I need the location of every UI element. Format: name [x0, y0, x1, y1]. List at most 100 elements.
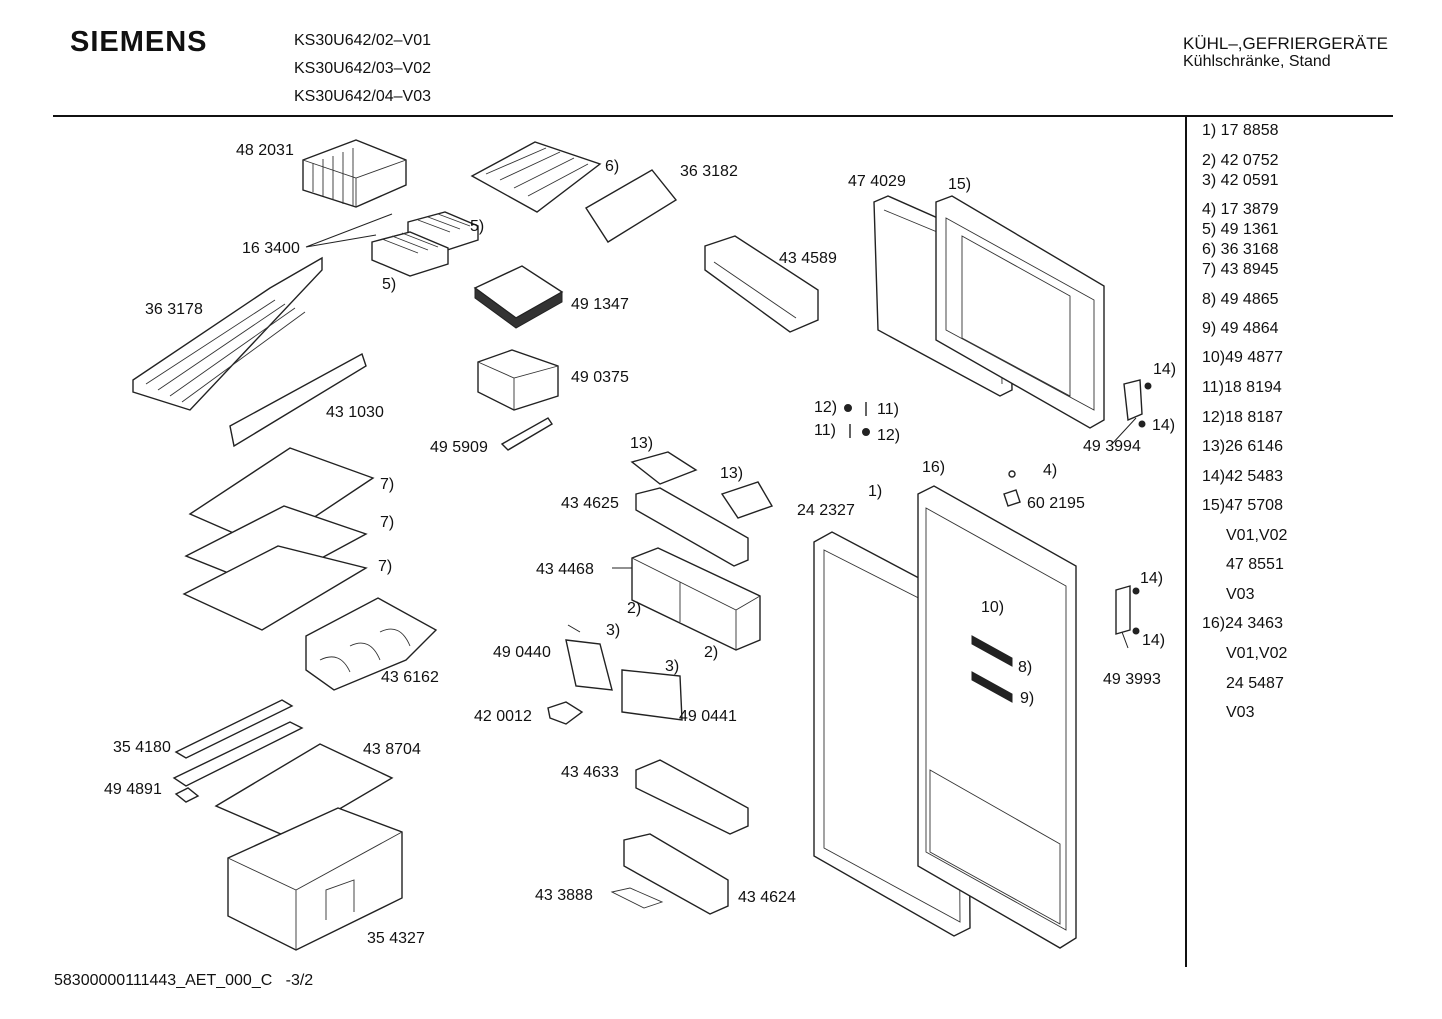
part-screw-14b	[1138, 420, 1146, 428]
part-egg-trays	[630, 451, 774, 519]
part-label: 5)	[382, 276, 397, 293]
legend-item: V01,V02	[1226, 527, 1288, 544]
part-label: 60 2195	[1027, 495, 1085, 512]
legend-item: 6) 36 3168	[1202, 241, 1279, 258]
part-freezer-grille	[302, 139, 407, 208]
legend-divider	[1185, 117, 1187, 967]
part-label: 35 4180	[113, 739, 171, 756]
part-vent-strips	[172, 699, 304, 803]
part-crisper-strip	[229, 352, 367, 448]
part-door-bin-3	[623, 833, 729, 915]
legend-item: 7) 43 8945	[1202, 261, 1279, 278]
part-label: 49 0441	[679, 708, 737, 725]
legend-item: V03	[1226, 586, 1255, 603]
part-label: 49 1347	[571, 296, 629, 313]
part-label: 43 4589	[779, 250, 837, 267]
model-line-2: KS30U642/03–V02	[294, 60, 431, 77]
part-screw-14c	[1132, 587, 1140, 595]
part-glass-shelves	[182, 447, 375, 631]
part-label: 3)	[665, 658, 680, 675]
part-label: 36 3182	[680, 163, 738, 180]
legend-item: 1) 17 8858	[1202, 122, 1279, 139]
legend-item: 3) 42 0591	[1202, 172, 1279, 189]
part-dairy-compartment	[631, 547, 761, 651]
part-label: 7)	[378, 558, 393, 575]
part-hinge-top	[1123, 379, 1143, 422]
category-title: KÜHL–,GEFRIERGERÄTE	[1183, 34, 1388, 53]
legend-item: 16)24 3463	[1202, 615, 1283, 632]
part-label: 6)	[605, 158, 620, 175]
part-label: 14)	[1140, 570, 1164, 587]
legend-item: 24 5487	[1226, 675, 1284, 692]
part-label: 1)	[868, 483, 883, 500]
part-label: 7)	[380, 476, 395, 493]
part-label: 12)	[877, 427, 901, 444]
part-label: 42 0012	[474, 708, 532, 725]
header-divider	[53, 115, 1393, 117]
part-label: 4)	[1043, 462, 1058, 479]
part-label: 8)	[1018, 659, 1033, 676]
part-label: 14)	[1153, 361, 1177, 378]
part-label: 2)	[627, 600, 642, 617]
part-screw-14a	[1144, 382, 1152, 390]
legend-item: 12)18 8187	[1202, 409, 1283, 426]
part-label: 49 3994	[1083, 438, 1141, 455]
document-id: 58300000111443_AET_000_C	[54, 972, 273, 989]
part-handle	[500, 417, 553, 451]
part-screws-11-12	[844, 402, 870, 438]
part-label: 2)	[704, 644, 719, 661]
part-crisper-box	[227, 807, 403, 951]
part-label: 13)	[630, 435, 654, 452]
model-line-3: KS30U642/04–V03	[294, 88, 431, 105]
part-label: 36 3178	[145, 301, 203, 318]
part-crisper-cover	[214, 743, 394, 839]
footer: 58300000111443_AET_000_C -3/2	[54, 972, 313, 990]
part-label: 24 2327	[797, 502, 855, 519]
part-ice-trays	[305, 211, 479, 277]
part-label: 47 4029	[848, 173, 906, 190]
part-shelf-grid	[470, 141, 678, 243]
part-label: 12)	[814, 399, 838, 416]
legend-item: 4) 17 3879	[1202, 201, 1279, 218]
part-small-rack	[610, 887, 664, 909]
part-door-stop	[1003, 489, 1021, 507]
legend-item: V03	[1226, 704, 1255, 721]
legend-item: 14)42 5483	[1202, 468, 1283, 485]
part-door-bin-top	[704, 235, 819, 333]
page-number: -3/2	[285, 972, 314, 989]
legend-item: 2) 42 0752	[1202, 152, 1279, 169]
part-label: 43 6162	[381, 669, 439, 686]
part-door-gasket-bottom	[813, 531, 971, 937]
part-label: 49 3993	[1103, 671, 1161, 688]
legend-item: 8) 49 4865	[1202, 291, 1279, 308]
part-label: 43 8704	[363, 741, 421, 758]
part-door-bin-1	[635, 487, 749, 567]
part-label: 16)	[922, 459, 946, 476]
part-label: 13)	[720, 465, 744, 482]
part-label: 43 3888	[535, 887, 593, 904]
part-hinge-bottom	[1115, 585, 1131, 635]
part-label: 3)	[606, 622, 621, 639]
part-cup	[547, 701, 584, 725]
part-label: 43 4624	[738, 889, 796, 906]
part-fridge-door	[917, 485, 1077, 949]
part-drawer-frame	[473, 265, 564, 329]
model-line-1: KS30U642/02–V01	[294, 32, 431, 49]
part-label: 16 3400	[242, 240, 300, 257]
part-label: 48 2031	[236, 142, 294, 159]
part-label: 5)	[470, 218, 485, 235]
legend-item: 5) 49 1361	[1202, 221, 1279, 238]
part-flap-left	[565, 639, 613, 691]
legend-item: 11)18 8194	[1202, 379, 1282, 396]
part-label: 14)	[1142, 632, 1166, 649]
legend-item: 10)49 4877	[1202, 349, 1283, 366]
part-label: 49 4891	[104, 781, 162, 798]
part-crisper-shelf	[132, 256, 323, 411]
part-label: 35 4327	[367, 930, 425, 947]
part-label: 15)	[948, 176, 972, 193]
part-label: 7)	[380, 514, 395, 531]
part-label: 10)	[981, 599, 1005, 616]
part-screw-14d	[1132, 627, 1140, 635]
category-subtitle: Kühlschränke, Stand	[1183, 53, 1331, 70]
